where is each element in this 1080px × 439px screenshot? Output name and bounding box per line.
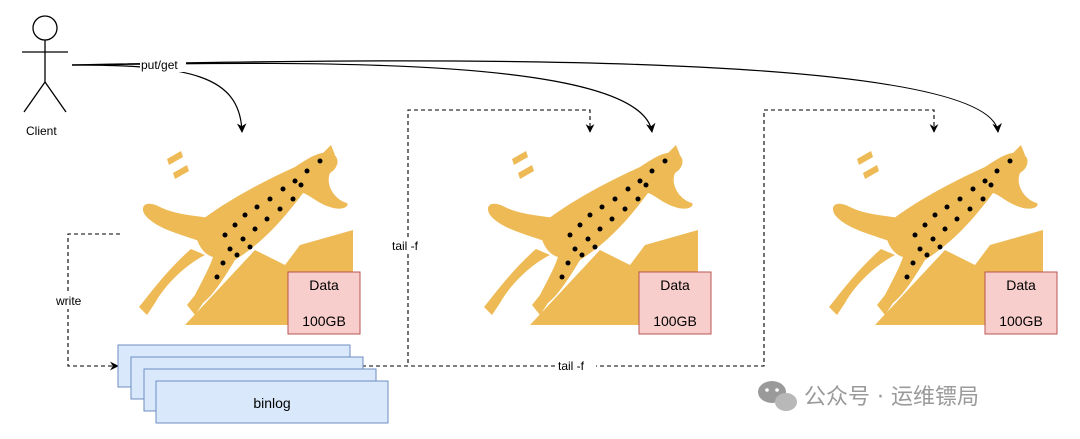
- putget-label: put/get: [141, 58, 178, 72]
- watermark-text: 公众号 · 运维镖局: [804, 385, 979, 410]
- data-box-2-label: Data: [660, 277, 690, 293]
- binlog-label: binlog: [253, 395, 290, 411]
- data-box-2-size: 100GB: [653, 313, 697, 329]
- putget-edges: [71, 60, 1002, 133]
- client-actor-icon: [22, 15, 68, 113]
- data-box-3-label: Data: [1006, 277, 1036, 293]
- data-box-1: Data 100GB: [287, 271, 361, 335]
- data-box-3: Data 100GB: [984, 271, 1058, 335]
- write-label-bg: [54, 293, 86, 309]
- tail-bottom-label: tail -f: [558, 359, 585, 373]
- data-box-2: Data 100GB: [638, 271, 712, 335]
- write-label: write: [55, 294, 82, 308]
- wechat-icon: [758, 381, 797, 411]
- tail-left-label: tail -f: [392, 239, 419, 253]
- putget-label-bg: [140, 58, 186, 72]
- tail-edges: [362, 109, 939, 367]
- data-box-3-size: 100GB: [999, 313, 1043, 329]
- tail-left-label-bg: [390, 238, 430, 254]
- tail-bottom-label-bg: [556, 358, 596, 374]
- data-box-1-label: Data: [309, 277, 339, 293]
- client-label: Client: [26, 124, 57, 138]
- binlog-stack: [117, 344, 389, 424]
- data-box-1-size: 100GB: [302, 313, 346, 329]
